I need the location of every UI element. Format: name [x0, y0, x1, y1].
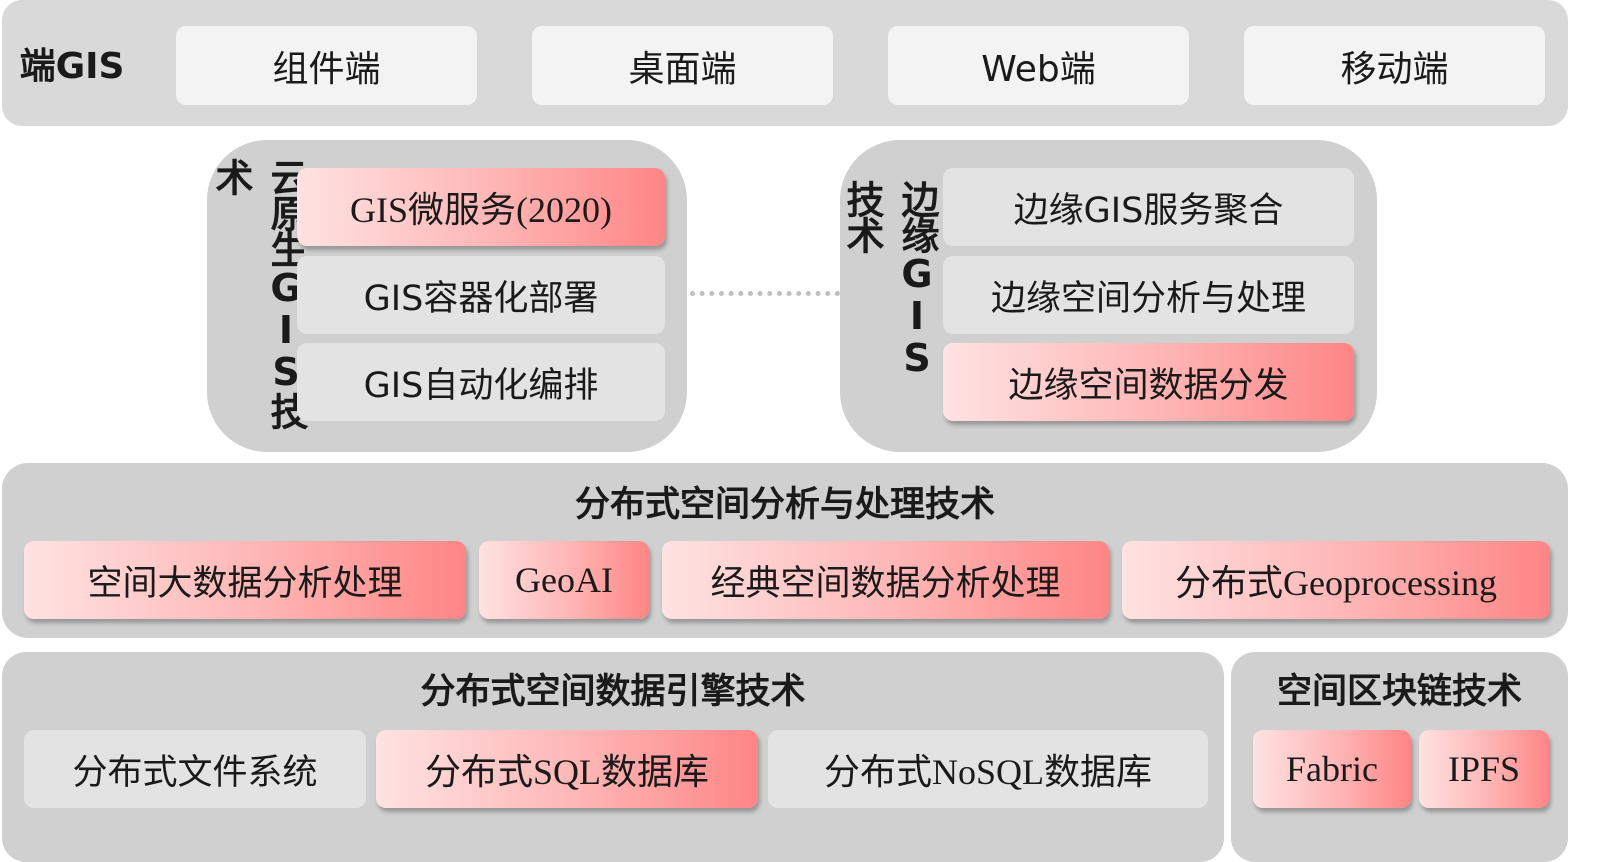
mobile-client-box: 移动端: [1244, 26, 1545, 105]
geoai-box: GeoAI: [479, 541, 649, 619]
distributed-nosql-box: 分布式NoSQL数据库: [768, 730, 1208, 808]
gis-auto-orchestration-box: GIS自动化编排: [297, 343, 665, 421]
ipfs-box: IPFS: [1419, 730, 1549, 808]
distributed-file-system-box: 分布式文件系统: [24, 730, 366, 808]
client-gis-title: 端GIS: [19, 46, 125, 87]
edge-gis-title: 边缘GIS技术: [840, 180, 939, 378]
edge-data-distribution-box: 边缘空间数据分发: [943, 343, 1354, 421]
web-client-box: Web端: [888, 26, 1189, 105]
distributed-geoprocessing-box: 分布式Geoprocessing: [1122, 541, 1550, 619]
distributed-engine-panel: 分布式空间数据引擎技术 分布式文件系统 分布式SQL数据库 分布式NoSQL数据…: [2, 652, 1224, 862]
classic-analysis-box: 经典空间数据分析处理: [662, 541, 1109, 619]
gis-microservice-box: GIS微服务(2020): [297, 168, 665, 246]
blockchain-panel: 空间区块链技术 Fabric IPFS: [1231, 652, 1568, 862]
fabric-box: Fabric: [1253, 730, 1411, 808]
blockchain-title: 空间区块链技术: [1276, 671, 1522, 712]
edge-gis-panel: 边缘GIS技术 边缘GIS服务聚合 边缘空间分析与处理 边缘空间数据分发: [840, 140, 1377, 452]
dotted-connector: [690, 291, 840, 296]
distributed-sql-box: 分布式SQL数据库: [376, 730, 758, 808]
client-gis-panel: 端GIS 组件端 桌面端 Web端 移动端: [2, 0, 1568, 126]
component-client-box: 组件端: [176, 26, 477, 105]
gis-container-deploy-box: GIS容器化部署: [297, 256, 665, 334]
cloud-native-gis-title: 云原生GIS技术: [209, 158, 308, 428]
edge-service-aggregation-box: 边缘GIS服务聚合: [943, 168, 1354, 246]
desktop-client-box: 桌面端: [532, 26, 833, 105]
distributed-analysis-panel: 分布式空间分析与处理技术 空间大数据分析处理 GeoAI 经典空间数据分析处理 …: [2, 463, 1568, 638]
distributed-engine-title: 分布式空间数据引擎技术: [420, 671, 806, 712]
cloud-native-gis-panel: 云原生GIS技术 GIS微服务(2020) GIS容器化部署 GIS自动化编排: [207, 140, 687, 452]
edge-spatial-analysis-box: 边缘空间分析与处理: [943, 256, 1354, 334]
distributed-analysis-title: 分布式空间分析与处理技术: [574, 484, 995, 525]
big-data-analysis-box: 空间大数据分析处理: [24, 541, 466, 619]
